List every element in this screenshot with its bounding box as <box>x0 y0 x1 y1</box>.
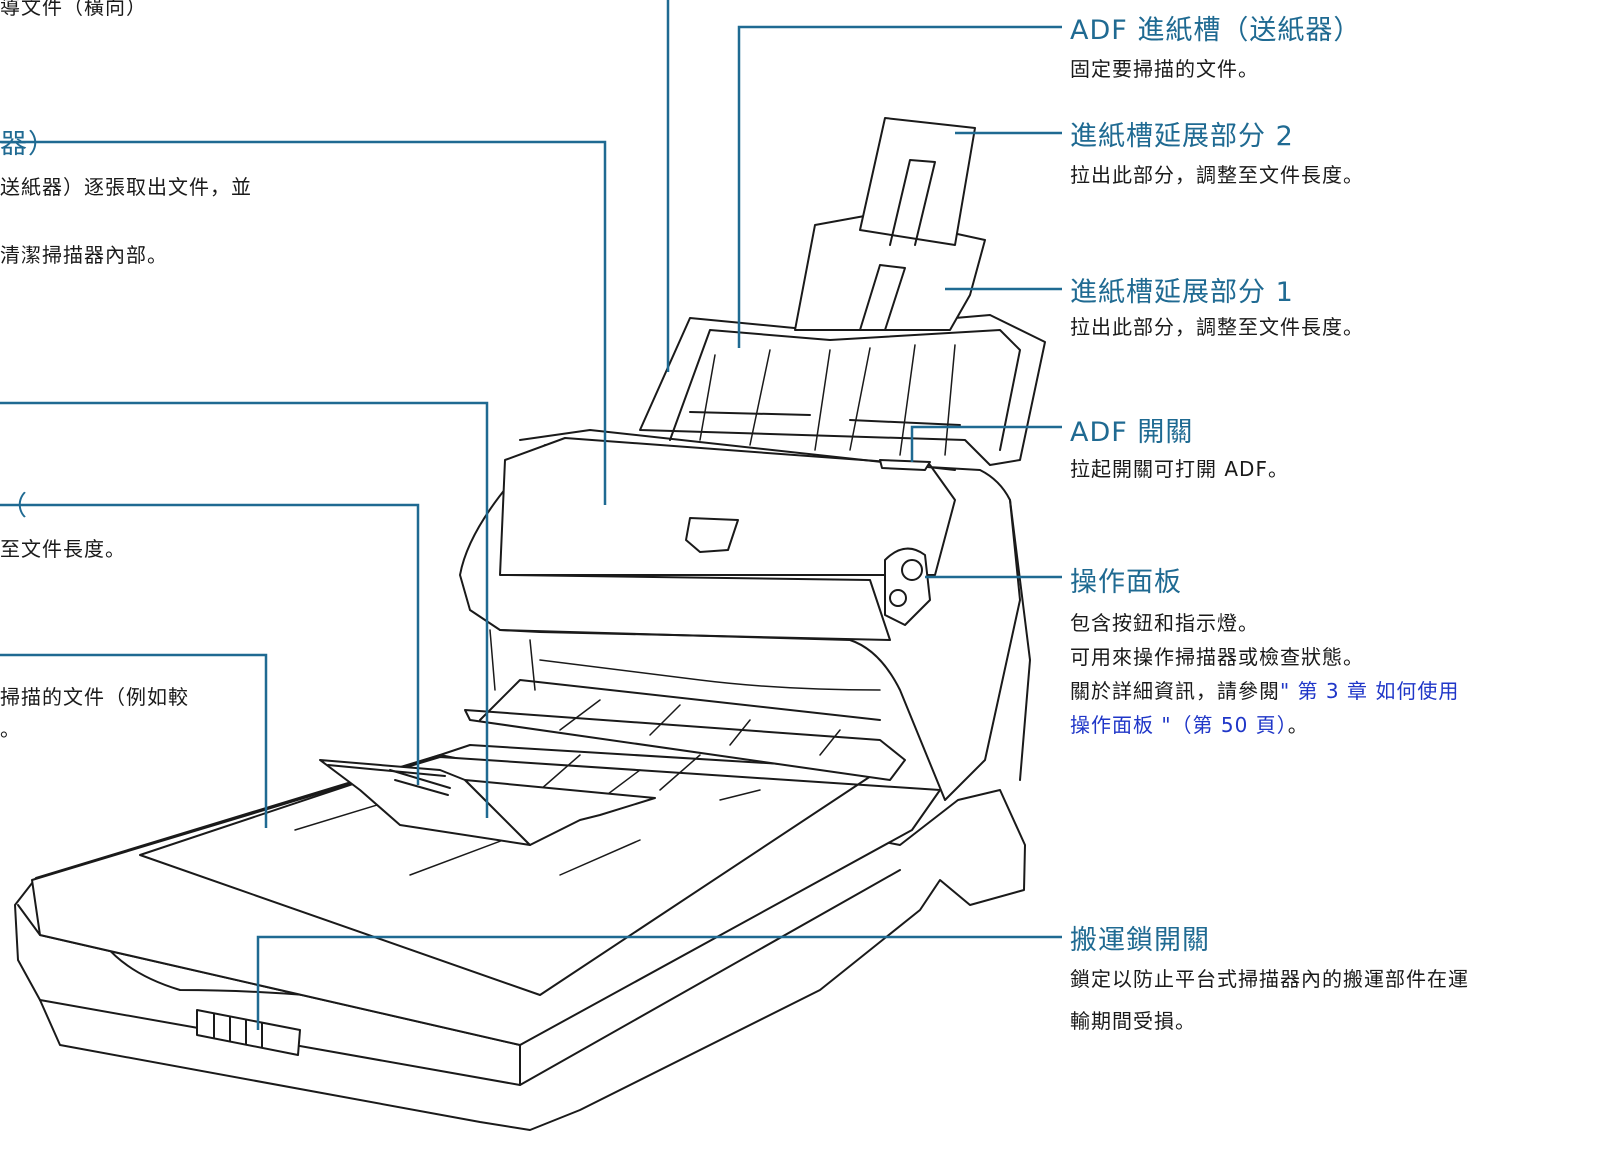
adf-cover <box>499 437 956 576</box>
adf-chute-desc: 固定要掃描的文件。 <box>1070 57 1259 81</box>
chute-extension-2-desc: 拉出此部分，調整至文件長度。 <box>1070 163 1364 187</box>
document-cover-desc-fragment-2: 。 <box>0 717 21 741</box>
chute-extension-2 <box>859 117 976 246</box>
leader-doc-cover <box>0 653 268 828</box>
operator-panel-desc-2: 可用來操作掃描器或檢查狀態。 <box>1070 645 1364 669</box>
chute-extension-1-title: 進紙槽延展部分 1 <box>1070 277 1294 308</box>
document-cover-desc-fragment-1: 掃描的文件（例如較 <box>0 685 189 709</box>
carrier-lock-desc-2: 輸期間受損。 <box>1070 1009 1196 1033</box>
carrier-lock-desc-1: 鎖定以防止平台式掃描器內的搬運部件在運 <box>1070 967 1469 991</box>
leader-carrier-lock <box>256 935 1062 1030</box>
adf-cover-desc-fragment-1: 送紙器）逐張取出文件，並 <box>0 175 252 199</box>
left-fragment-top: 導文件（橫向） <box>0 0 147 19</box>
operator-panel-link-cont[interactable]: 操作面板 "（第 50 頁） <box>1070 713 1288 737</box>
carrier-lock-switch <box>196 1009 301 1056</box>
adf-lever <box>879 459 931 471</box>
adf-grip <box>685 517 739 553</box>
operator-panel-title: 操作面板 <box>1070 567 1182 598</box>
operator-panel-desc-1: 包含按鈕和指示燈。 <box>1070 611 1259 635</box>
chute-extension-2-title: 進紙槽延展部分 2 <box>1070 121 1294 152</box>
chute-extension-desc-fragment: 至文件長度。 <box>0 537 126 561</box>
scanner-illustration <box>14 117 1046 1131</box>
adf-cover-desc-fragment-2: 清潔掃描器內部。 <box>0 243 168 267</box>
chute-extension-1 <box>794 214 986 331</box>
adf-cover-title-fragment: 器） <box>0 129 56 160</box>
operator-panel-desc-3: 關於詳細資訊，請參閱" 第 3 章 如何使用 <box>1070 679 1460 703</box>
operator-panel-link[interactable]: " 第 3 章 如何使用 <box>1280 679 1460 703</box>
output-tray <box>464 709 906 781</box>
leader-adf-cover <box>0 140 607 505</box>
adf-chute-title: ADF 進紙槽（送紙器） <box>1070 15 1362 46</box>
operator-panel-drawing <box>884 547 931 626</box>
chute-extension-title-fragment: （ <box>0 491 28 522</box>
stacker-plate <box>464 779 656 846</box>
leader-adf-lever <box>910 425 1062 462</box>
carrier-lock-title: 搬運鎖開關 <box>1070 925 1210 956</box>
adf-lever-desc: 拉起開關可打開 ADF。 <box>1070 457 1289 481</box>
operator-panel-desc-4: 操作面板 "（第 50 頁）。 <box>1070 713 1309 737</box>
leader-adf-chute <box>737 25 1062 348</box>
adf-lever-title: ADF 開關 <box>1070 417 1194 448</box>
leader-lines <box>0 0 1062 1030</box>
chute-extension-1-desc: 拉出此部分，調整至文件長度。 <box>1070 315 1364 339</box>
leader-stacker <box>0 401 489 818</box>
leader-chute-ext <box>0 503 420 785</box>
